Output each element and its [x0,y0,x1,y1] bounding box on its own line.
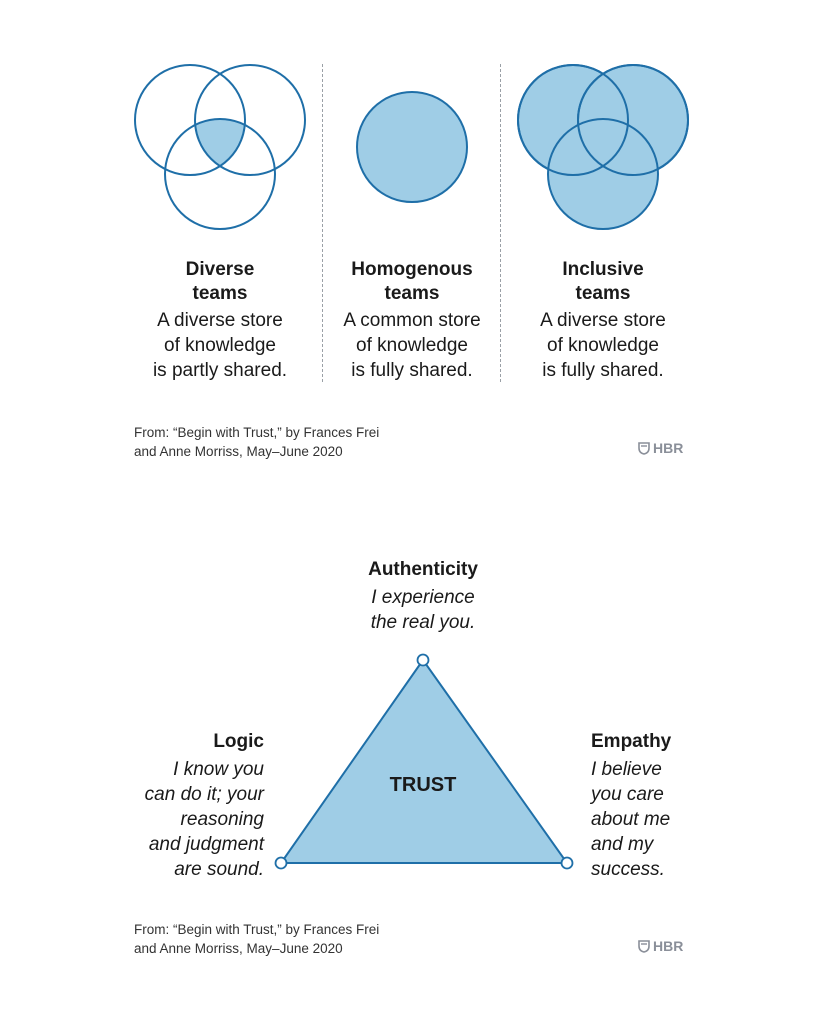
inclusive-teams-text: Inclusive teams A diverse store of knowl… [518,258,688,383]
shield-icon [638,939,650,953]
column-divider [322,64,323,382]
logic-title: Logic [213,731,264,752]
homogenous-teams-text: Homogenous teams A common store of knowl… [327,258,497,383]
authenticity-description: I experience the real you. [370,587,476,633]
authenticity-title: Authenticity [368,559,478,580]
hbr-logo: HBR [638,938,683,954]
triangle-vertex-top [416,653,430,667]
triangle-vertex-right [560,856,574,870]
hbr-logo: HBR [638,440,683,456]
column-title: Homogenous teams [351,259,473,304]
empathy-block: Empathy I believe you care about me and … [591,730,751,882]
logic-block: Logic I know you can do it; your reasoni… [100,730,264,882]
authenticity-block: Authenticity I experience the real you. [320,558,526,635]
inclusive-teams-venn [517,64,689,230]
team-venn-diagrams [134,64,689,230]
triangle-vertex-left [274,856,288,870]
empathy-description: I believe you care about me and my succe… [591,759,671,880]
column-divider [500,64,501,382]
column-title: Inclusive teams [562,259,644,304]
homogenous-teams-circle [356,91,468,203]
diverse-teams-venn [134,64,306,230]
column-description: A diverse store of knowledge is partly s… [152,310,288,381]
source-citation: From: “Begin with Trust,” by Frances Fre… [134,425,380,459]
source-citation: From: “Begin with Trust,” by Frances Fre… [134,922,380,956]
trust-triangle-diagram [274,653,574,870]
empathy-title: Empathy [591,731,672,752]
column-description: A diverse store of knowledge is fully sh… [540,310,666,381]
shield-icon [638,441,650,455]
column-description: A common store of knowledge is fully sha… [343,310,481,381]
trust-triangle [279,658,569,864]
logic-description: I know you can do it; your reasoning and… [144,759,264,880]
trust-label: TRUST [389,774,457,796]
diverse-teams-text: Diverse teams A diverse store of knowled… [135,258,305,383]
column-title: Diverse teams [185,259,255,304]
